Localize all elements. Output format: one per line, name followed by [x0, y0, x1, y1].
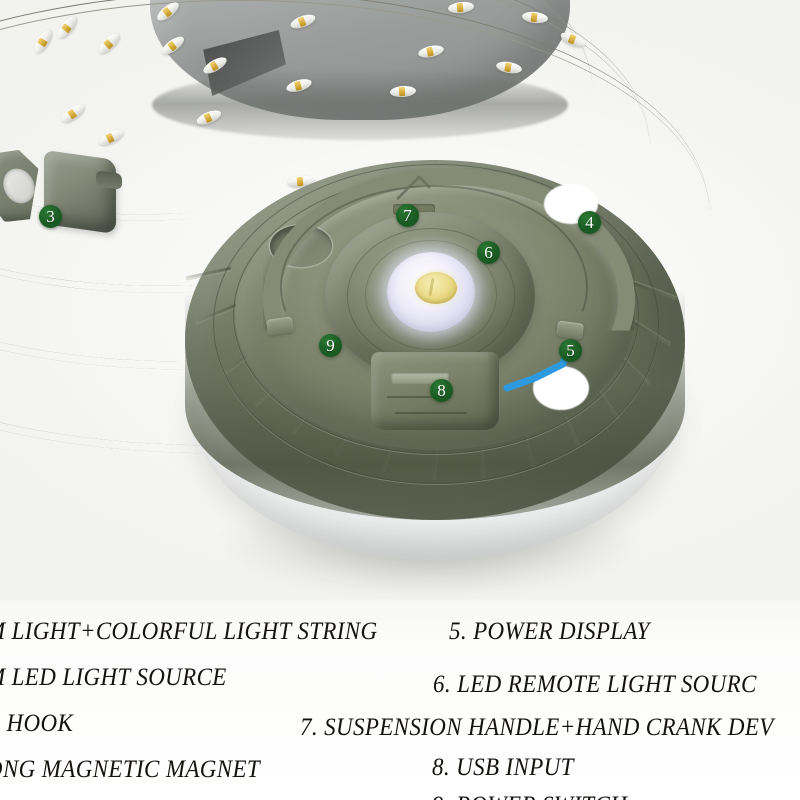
legend-item-left-3: E HOOK — [0, 710, 74, 737]
lantern — [175, 140, 695, 560]
legend: M LIGHT+COLORFUL LIGHT STRING M LED LIGH… — [0, 600, 800, 800]
legend-item-right-5: 5. POWER DISPLAY — [449, 618, 650, 645]
legend-item-right-6: 6. LED REMOTE LIGHT SOURC — [433, 671, 757, 698]
callout-badge-6[interactable]: 6 — [477, 241, 500, 264]
callout-badge-5[interactable]: 5 — [559, 339, 582, 362]
usb-block-line — [395, 412, 467, 414]
legend-item-left-1: M LIGHT+COLORFUL LIGHT STRING — [0, 618, 378, 645]
power-display-leader-line — [503, 342, 572, 392]
legend-item-right-9: 9. POWER SWITCH — [432, 792, 627, 800]
callout-badge-9[interactable]: 9 — [319, 334, 342, 357]
legend-item-left-2: M LED LIGHT SOURCE — [0, 664, 227, 691]
product-photo: 3 7 4 6 9 5 8 — [0, 0, 800, 600]
callout-badge-8[interactable]: 8 — [430, 379, 453, 402]
callout-badge-7[interactable]: 7 — [396, 204, 419, 227]
callout-badge-4[interactable]: 4 — [578, 211, 601, 234]
legend-item-right-7: 7. SUSPENSION HANDLE+HAND CRANK DEV — [300, 714, 774, 741]
suspension-handle-foot-right — [556, 320, 584, 340]
hand-crank-ring-inner — [365, 240, 497, 350]
usb-block-line — [387, 396, 451, 398]
legend-item-right-8: 8. USB INPUT — [432, 754, 574, 781]
top-groove-outer — [213, 164, 659, 484]
callout-badge-3[interactable]: 3 — [39, 205, 62, 228]
legend-item-left-4: ONG MAGNETIC MAGNET — [0, 756, 261, 783]
led-emitter-chip — [415, 272, 457, 304]
